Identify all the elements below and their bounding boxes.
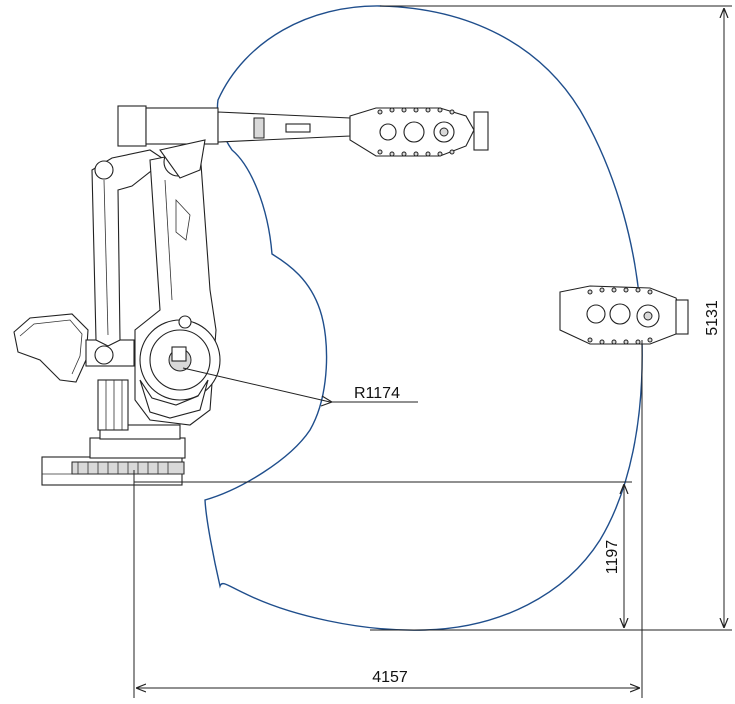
dimension-height-below-base-label: 1197 bbox=[604, 540, 621, 575]
robot-upper-arm bbox=[117, 105, 351, 179]
dimension-height-below-base: 1197 bbox=[604, 484, 624, 628]
working-envelope-outline bbox=[204, 5, 643, 631]
radius-callout: R1174 bbox=[182, 367, 418, 407]
robot-counterweight bbox=[13, 313, 135, 383]
dimension-reach-horizontal-label: 4157 bbox=[372, 669, 408, 686]
radius-label: R1174 bbox=[354, 385, 400, 402]
robot-lower-arm bbox=[91, 149, 166, 431]
dimension-height-total: 5131 bbox=[704, 8, 724, 628]
robot-column bbox=[134, 149, 221, 426]
robot-wrist-lower bbox=[559, 285, 689, 345]
robot-wrist-upper bbox=[349, 107, 489, 157]
robot-base bbox=[41, 424, 186, 486]
dimension-height-total-label: 5131 bbox=[704, 300, 721, 336]
dimension-reach-horizontal: 4157 bbox=[136, 669, 640, 688]
dimension-lines bbox=[133, 5, 732, 698]
